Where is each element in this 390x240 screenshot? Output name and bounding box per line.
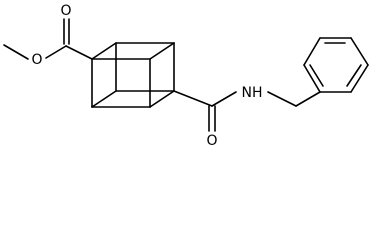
cage-edge xyxy=(91,42,117,60)
ch2-phenyl-bond xyxy=(295,91,321,107)
ring-bond xyxy=(303,64,321,93)
ring-bond xyxy=(350,37,369,66)
cage-edge xyxy=(149,42,175,60)
ring-inner-double-bond xyxy=(346,64,362,87)
ring-inner-double-bond xyxy=(309,64,324,87)
cage-edge xyxy=(91,90,117,108)
methyl-bond xyxy=(3,44,29,60)
ether-o-bond xyxy=(45,45,67,59)
cage-edge xyxy=(149,90,175,108)
cubane-cage xyxy=(91,42,175,108)
phenyl-ring xyxy=(303,37,369,93)
amide-nh-label: NH xyxy=(242,85,263,101)
structure-diagram: O O NH O xyxy=(3,3,369,149)
ester-carbonyl-oxygen-label: O xyxy=(60,3,71,19)
methyl-ester-group xyxy=(3,18,93,60)
ring-bond xyxy=(350,64,369,93)
molecule-drawing: O O NH O xyxy=(3,3,369,149)
amide-cn-bond xyxy=(211,91,237,107)
amide-carbonyl-oxygen-label: O xyxy=(206,133,217,149)
n-ch2-bond xyxy=(267,91,297,107)
ester-ether-oxygen-label: O xyxy=(31,52,42,68)
ring-bond xyxy=(303,37,321,66)
cage-to-amide-bond xyxy=(173,90,213,107)
amide-group xyxy=(173,90,321,132)
ester-to-cage-bond xyxy=(65,45,93,60)
